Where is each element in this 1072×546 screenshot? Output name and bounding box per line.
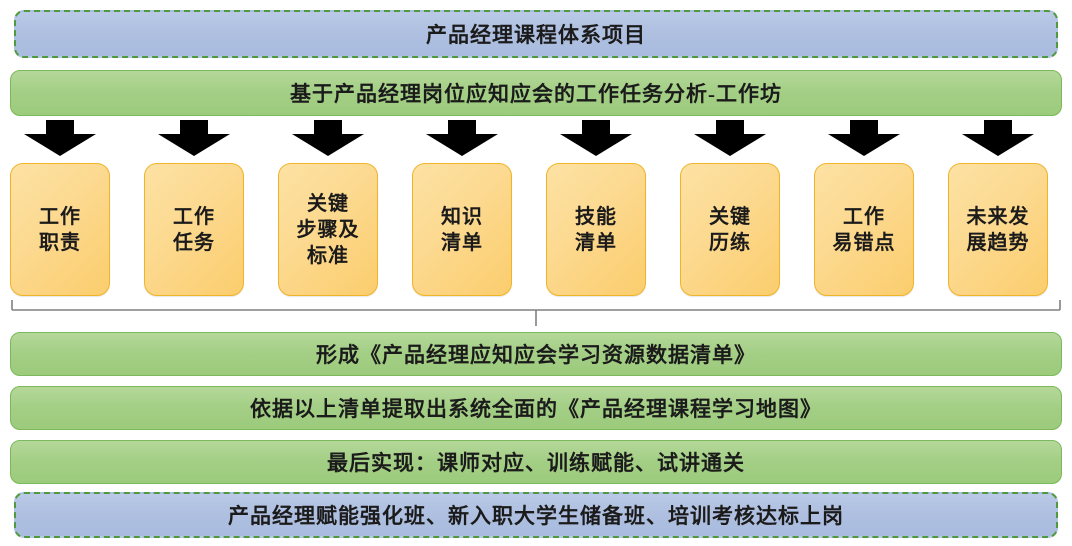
title-banner-label: 产品经理课程体系项目 <box>426 23 646 47</box>
task-card-label: 工作 易错点 <box>833 204 896 256</box>
task-card-line: 历练 <box>709 231 751 254</box>
outcome-row-3-label: 最后实现：课师对应、训练赋能、试讲通关 <box>327 451 745 475</box>
outcome-row-2: 依据以上清单提取出系统全面的《产品经理课程学习地图》 <box>10 386 1062 430</box>
outcome-row-3: 最后实现：课师对应、训练赋能、试讲通关 <box>10 440 1062 484</box>
task-card-line: 关键 <box>307 192 349 215</box>
down-arrow-icon <box>828 120 900 156</box>
task-card-line: 标准 <box>307 244 349 267</box>
task-card-label: 未来发 展趋势 <box>967 204 1030 256</box>
task-card[interactable]: 工作 职责 <box>10 163 110 296</box>
task-card-line: 展趋势 <box>966 231 1030 254</box>
down-arrow-icon <box>292 120 364 156</box>
task-card[interactable]: 关键 步骤及 标准 <box>278 163 378 296</box>
outcome-row-4-label: 产品经理赋能强化班、新入职大学生储备班、培训考核达标上岗 <box>228 504 844 528</box>
task-card-line: 未来发 <box>966 205 1030 228</box>
down-arrow-icon <box>158 120 230 156</box>
task-card[interactable]: 关键 历练 <box>680 163 780 296</box>
task-card-line: 易错点 <box>832 231 896 254</box>
task-card-line: 技能 <box>575 205 617 228</box>
outcome-row-4: 产品经理赋能强化班、新入职大学生储备班、培训考核达标上岗 <box>14 492 1058 538</box>
down-arrow-icon <box>426 120 498 156</box>
task-card[interactable]: 工作 任务 <box>144 163 244 296</box>
task-card-line: 知识 <box>441 205 483 228</box>
task-card-label: 知识 清单 <box>441 204 483 256</box>
task-card-line: 步骤及 <box>296 218 360 241</box>
workshop-banner: 基于产品经理岗位应知应会的工作任务分析-工作坊 <box>10 70 1062 116</box>
down-arrow-icon <box>560 120 632 156</box>
down-arrow-icon <box>962 120 1034 156</box>
task-card-line: 关键 <box>709 205 751 228</box>
task-card-line: 工作 <box>39 205 81 228</box>
task-card-line: 清单 <box>441 231 483 254</box>
task-card-label: 技能 清单 <box>575 204 617 256</box>
task-card[interactable]: 技能 清单 <box>546 163 646 296</box>
task-card-label: 工作 职责 <box>39 204 81 256</box>
bracket-connector <box>0 296 1072 332</box>
task-card-line: 工作 <box>173 205 215 228</box>
down-arrow-icon <box>694 120 766 156</box>
outcome-row-1: 形成《产品经理应知应会学习资源数据清单》 <box>10 332 1062 376</box>
task-card[interactable]: 工作 易错点 <box>814 163 914 296</box>
title-banner: 产品经理课程体系项目 <box>14 10 1058 58</box>
task-card[interactable]: 知识 清单 <box>412 163 512 296</box>
task-card-label: 关键 步骤及 标准 <box>297 191 360 269</box>
outcome-row-2-label: 依据以上清单提取出系统全面的《产品经理课程学习地图》 <box>250 397 822 421</box>
outcome-row-1-label: 形成《产品经理应知应会学习资源数据清单》 <box>316 343 756 367</box>
task-card-line: 任务 <box>173 231 215 254</box>
task-card-label: 关键 历练 <box>709 204 751 256</box>
workshop-banner-label: 基于产品经理岗位应知应会的工作任务分析-工作坊 <box>290 82 782 106</box>
task-card-line: 清单 <box>575 231 617 254</box>
task-card-line: 职责 <box>39 231 81 254</box>
task-card-line: 工作 <box>843 205 885 228</box>
task-card-label: 工作 任务 <box>173 204 215 256</box>
task-card[interactable]: 未来发 展趋势 <box>948 163 1048 296</box>
down-arrow-icon <box>24 120 96 156</box>
